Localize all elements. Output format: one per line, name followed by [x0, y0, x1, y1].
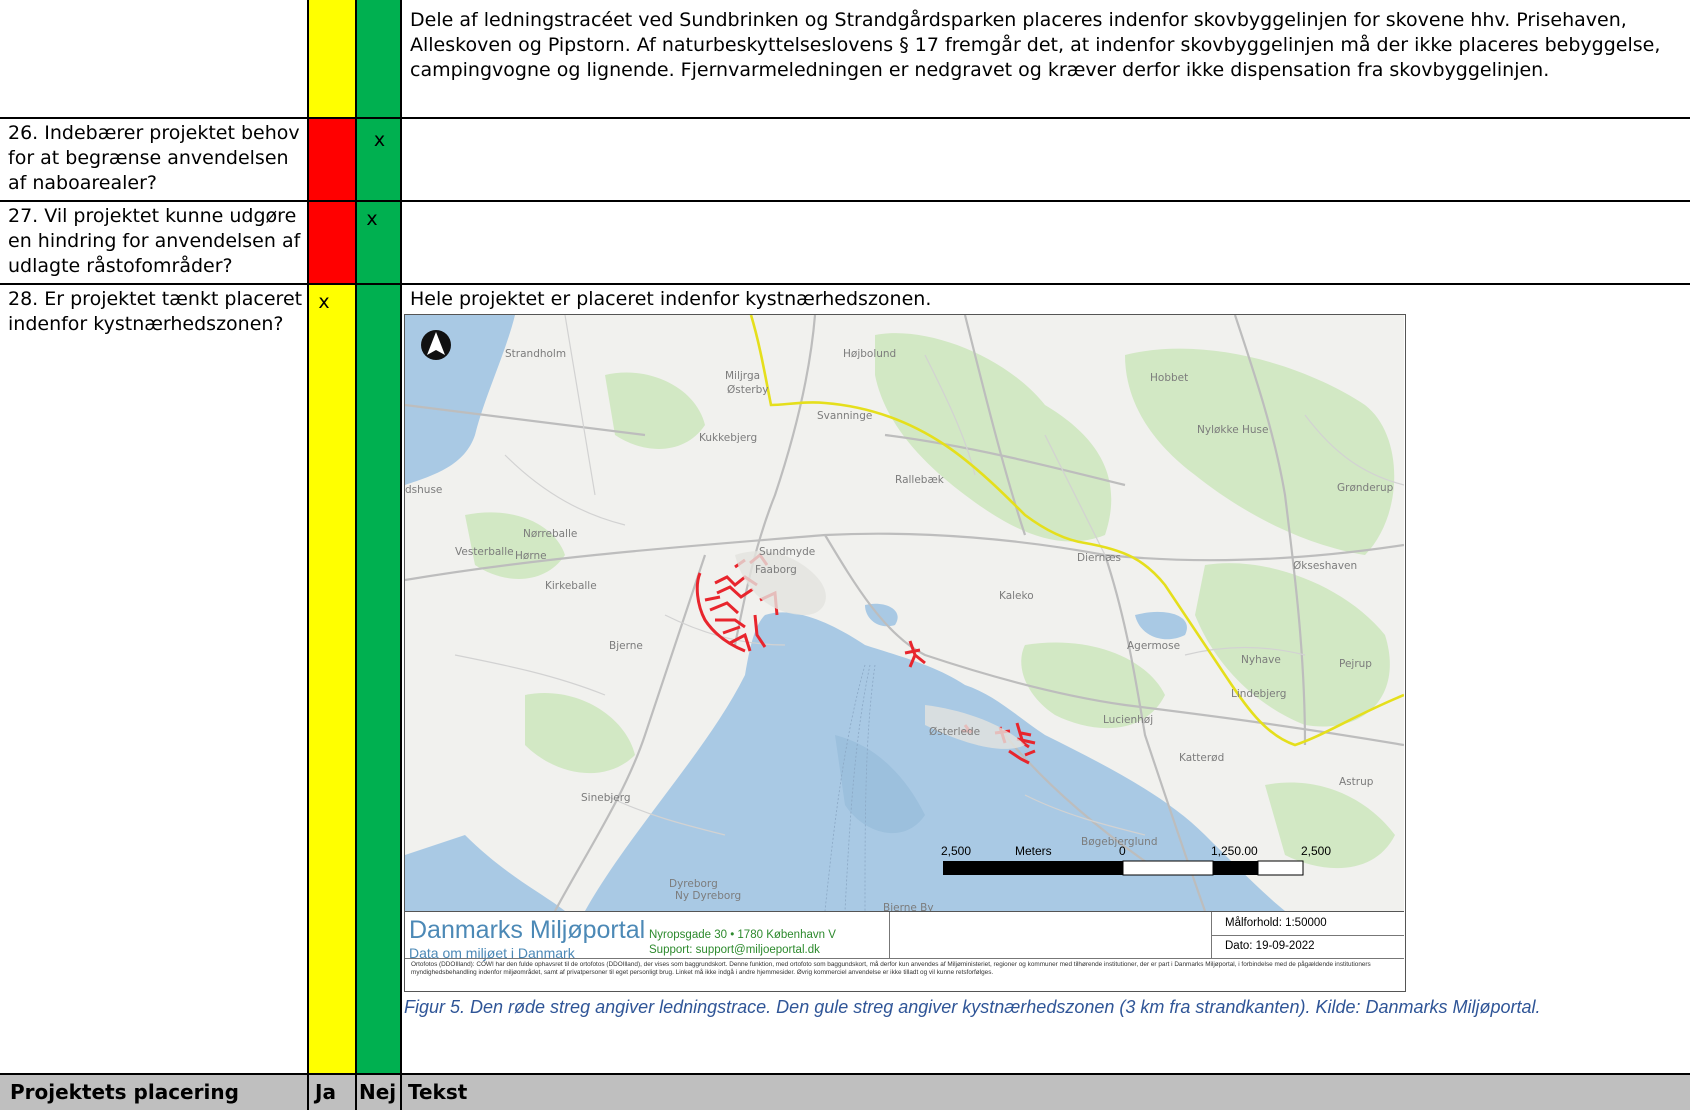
footer-col-nej: Nej — [357, 1075, 402, 1110]
place-label: Faaborg — [755, 564, 797, 576]
row26-nej-mark: x — [357, 119, 402, 200]
row28-text: Hele projektet er placeret indenfor kyst… — [410, 288, 932, 310]
row-divider — [0, 283, 1690, 285]
row-divider — [0, 1073, 1690, 1075]
brand-subtitle: Data om miljøet i Danmark — [409, 945, 575, 961]
scale-ratio: Målforhold: 1:50000 — [1225, 917, 1327, 929]
place-label: Lucienhøj — [1103, 714, 1153, 726]
map-disclaimer: Ortofotos (DDOIlland): COWI har den fuld… — [411, 961, 1371, 976]
row26-ja-cell — [309, 119, 357, 200]
place-label: Bjerne — [609, 640, 643, 652]
row26-question: 26. Indebærer projektet behov for at beg… — [8, 122, 300, 194]
scale-label: Meters — [1015, 844, 1052, 858]
row26-text — [402, 119, 1690, 200]
place-label: Sundmyde — [759, 546, 815, 558]
scale-label: 1,250.00 — [1211, 844, 1258, 858]
place-label: Bjerne By — [883, 902, 934, 911]
place-label: Bøgebjerglund — [1081, 836, 1157, 848]
place-label: Nyløkke Huse — [1197, 424, 1268, 436]
coastal-zone-line — [749, 315, 1404, 747]
brand-address: Nyropsgade 30 • 1780 København V Support… — [649, 928, 836, 958]
map-figure: Strandholm Miljrga Østerby Højbolund Hob… — [404, 314, 1406, 992]
map-image: Strandholm Miljrga Østerby Højbolund Hob… — [405, 315, 1404, 911]
row-divider — [0, 200, 1690, 202]
row28-ja-cell-fill — [339, 285, 357, 1073]
row28-nej-cell — [357, 285, 402, 1073]
support-line: Support: support@miljoeportal.dk — [649, 944, 820, 956]
place-label: Hobbet — [1150, 372, 1188, 384]
row25-question-cell — [0, 0, 309, 117]
row28-ja-mark: x — [309, 285, 339, 1073]
column-divider — [307, 0, 309, 1110]
place-label: Dyreborg — [669, 878, 718, 890]
map-legend-panel: Danmarks Miljøportal Data om miljøet i D… — [405, 911, 1404, 991]
scale-bar: 2,500 Meters 0 1,250.00 2,500 — [941, 844, 1331, 876]
place-label: Strandholm — [505, 348, 566, 360]
place-label: dshuse — [405, 484, 442, 496]
scale-label: 0 — [1119, 844, 1126, 858]
place-label: Astrup — [1339, 776, 1374, 788]
place-label: Østerlede — [929, 726, 980, 738]
column-divider — [400, 0, 402, 1110]
row27-nej-cell-fill — [387, 202, 402, 283]
row27-nej-mark: x — [357, 202, 387, 283]
row25-text: Dele af ledningstracéet ved Sundbrinken … — [410, 9, 1661, 81]
footer-col-placering: Projektets placering — [0, 1075, 309, 1110]
place-label: Rallebæk — [895, 474, 945, 486]
address-line: Nyropsgade 30 • 1780 København V — [649, 929, 836, 941]
place-label: Diernæs — [1077, 552, 1121, 564]
scale-label: 2,500 — [1301, 844, 1331, 858]
place-label: Agermose — [1127, 640, 1180, 652]
row27-question: 27. Vil projektet kunne udgøre en hindri… — [8, 205, 301, 277]
place-label: Svanninge — [817, 410, 872, 422]
place-label: Vesterballe — [455, 546, 514, 558]
row27-text — [402, 202, 1690, 283]
place-label: Højbolund — [843, 348, 896, 360]
row28-question: 28. Er projektet tænkt placeret indenfor… — [8, 288, 303, 335]
row25-nej-cell — [357, 0, 402, 117]
place-label: Kirkeballe — [545, 580, 597, 592]
row25-ja-cell — [309, 0, 357, 117]
place-label: Pejrup — [1339, 658, 1372, 670]
road-network — [405, 315, 1404, 911]
forest-areas — [465, 333, 1395, 869]
place-label: Sinebjerg — [581, 792, 631, 804]
place-label: Lindebjerg — [1231, 688, 1286, 700]
place-label: Kaleko — [999, 590, 1034, 602]
footer-col-tekst: Tekst — [402, 1075, 1690, 1110]
place-label: Miljrga — [725, 370, 760, 382]
map-date: Dato: 19-09-2022 — [1225, 940, 1315, 952]
minor-roads — [454, 315, 1404, 836]
place-label: Ny Dyreborg — [675, 890, 741, 902]
row27-ja-cell — [309, 202, 357, 283]
place-label: Hørne — [515, 550, 547, 562]
brand-title: Danmarks Miljøportal — [409, 916, 646, 944]
footer-col-ja: Ja — [309, 1075, 357, 1110]
north-arrow-icon — [421, 330, 451, 360]
ferry-routes — [824, 664, 876, 911]
row-divider — [0, 117, 1690, 119]
place-label: Nørreballe — [523, 528, 577, 540]
place-label: Økseshaven — [1293, 560, 1357, 572]
place-label: Kukkebjerg — [699, 432, 757, 444]
place-label: Grønderup — [1337, 482, 1394, 494]
place-label: Katterød — [1179, 752, 1224, 764]
place-label: Østerby — [727, 384, 769, 396]
place-label: Nyhave — [1241, 654, 1281, 666]
scale-label: 2,500 — [941, 844, 971, 858]
column-divider — [355, 0, 357, 1110]
place-labels: Strandholm Miljrga Østerby Højbolund Hob… — [405, 348, 1394, 911]
figure-caption: Figur 5. Den røde streg angiver lednings… — [404, 997, 1541, 1017]
